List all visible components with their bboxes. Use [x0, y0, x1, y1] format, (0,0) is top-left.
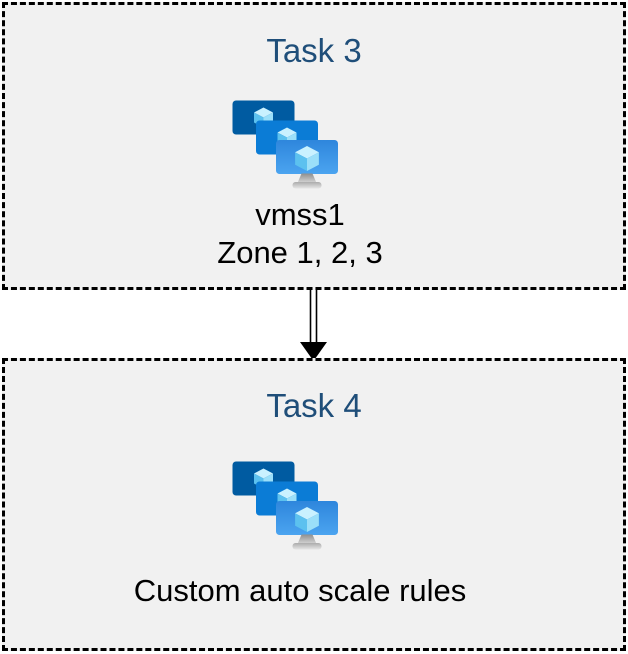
caption-line-autoscale: Custom auto scale rules	[133, 573, 467, 608]
vm-scale-sets-icon	[232, 100, 338, 189]
task-4-caption: Custom auto scale rules	[0, 572, 609, 610]
task-3-caption: vmss1 Zone 1, 2, 3	[0, 196, 609, 272]
caption-line-zones: Zone 1, 2, 3	[217, 235, 383, 270]
task-box-3: Task 3 vmss1 Zone 1, 2, 3	[2, 2, 626, 290]
task-4-title: Task 4	[266, 387, 362, 424]
down-arrow-connector	[300, 290, 327, 361]
task-box-4: Task 4 Custom auto scale rules	[2, 358, 626, 651]
task-3-title: Task 3	[266, 32, 362, 69]
vm-scale-sets-icon	[232, 461, 338, 550]
caption-line-vmss1: vmss1	[255, 197, 345, 232]
